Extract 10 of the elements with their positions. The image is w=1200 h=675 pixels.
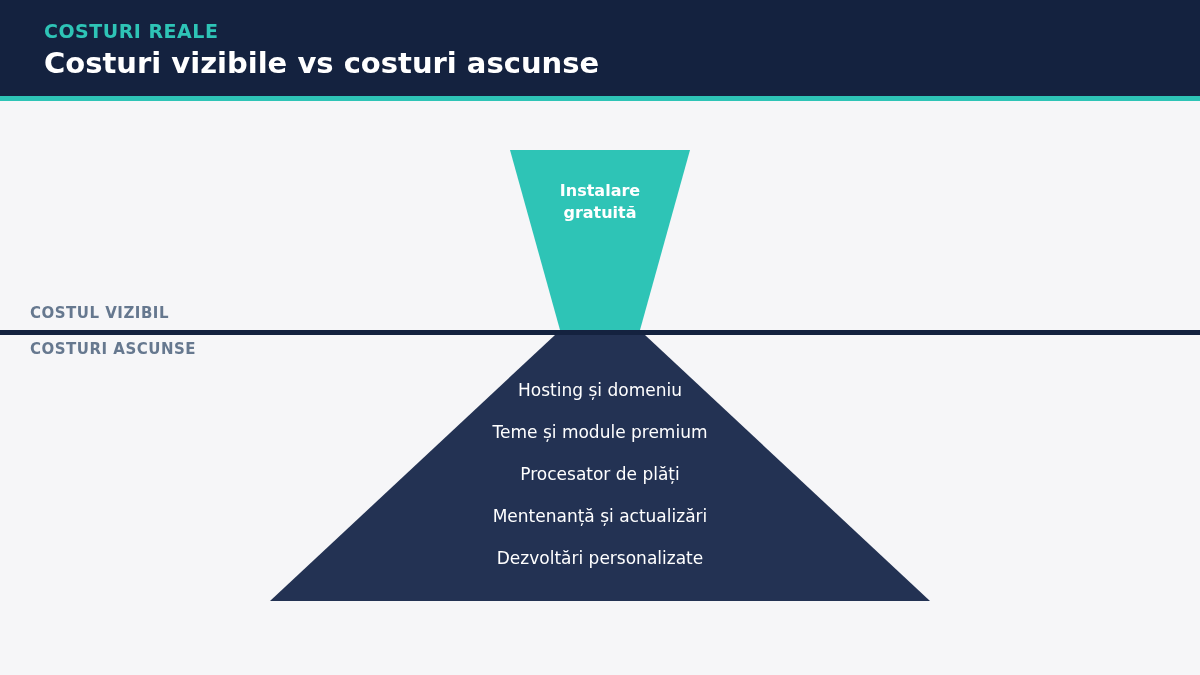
- section-label: COSTUL VIZIBIL: [30, 304, 169, 322]
- node-text: Hosting și domeniu: [517, 379, 683, 402]
- node-text: Teme și module premium: [491, 421, 709, 444]
- section-label: COSTURI ASCUNSE: [30, 340, 197, 358]
- node-text: Instalare gratuită: [558, 180, 642, 224]
- title: Costuri vizibile vs costuri ascunse: [44, 46, 600, 80]
- node-text: Dezvoltări personalizate: [495, 547, 705, 570]
- kicker-text: COSTURI REALE: [44, 20, 219, 42]
- node-text: Procesator de plăți: [519, 463, 681, 486]
- node-text: Mentenanță și actualizări: [491, 505, 709, 528]
